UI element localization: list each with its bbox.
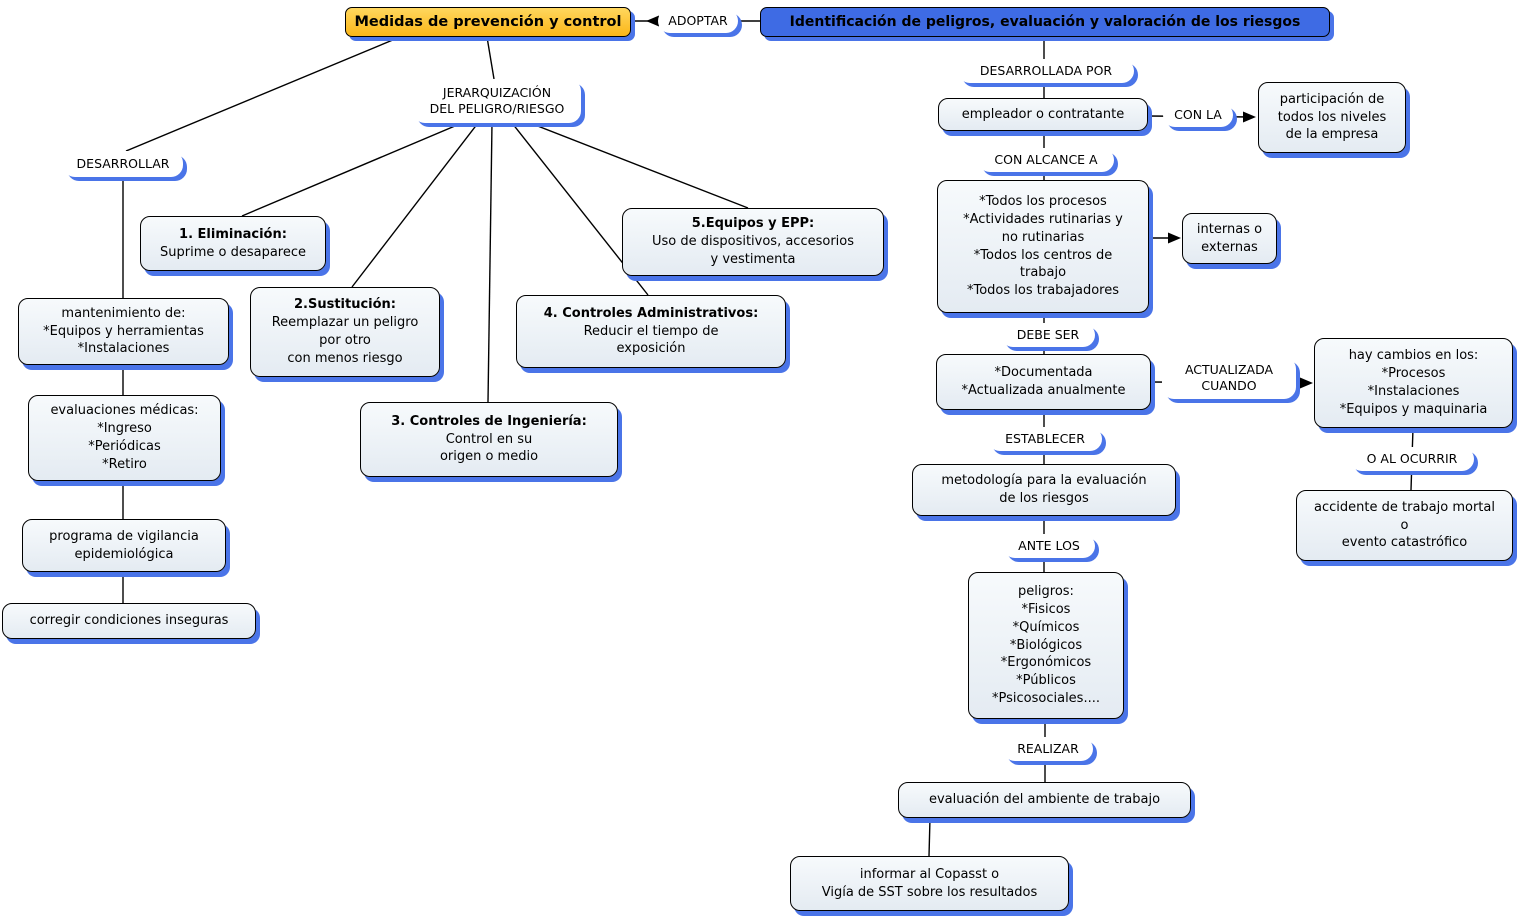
node-corregir-condiciones: corregir condiciones inseguras [2, 603, 256, 639]
node-eliminacion-title: 1. Eliminación: [179, 226, 287, 242]
node-controles-ingenieria: 3. Controles de Ingeniería: Control en s… [360, 402, 618, 477]
node-participacion-niveles: participación de todos los niveles de la… [1258, 82, 1406, 153]
arrow-right-icon [1243, 111, 1256, 123]
node-peligros: peligros: *Fisicos *Químicos *Biológicos… [968, 572, 1124, 719]
node-equipos-epp-body: Uso de dispositivos, accesorios y vestim… [651, 234, 855, 267]
node-internas-externas: internas o externas [1182, 213, 1277, 264]
link-debe-ser: DEBE SER [1001, 323, 1095, 347]
node-sustitucion-body: Reemplazar un peligro por otro con menos… [271, 315, 419, 366]
node-medidas-prevencion: Medidas de prevención y control [345, 7, 631, 37]
node-controles-administrativos: 4. Controles Administrativos: Reducir el… [516, 295, 786, 368]
link-ante-los: ANTE LOS [1003, 534, 1095, 558]
node-controles-ingenieria-title: 3. Controles de Ingeniería: [391, 413, 587, 429]
node-equipos-epp-title: 5.Equipos y EPP: [691, 216, 815, 232]
link-desarrollada-por: DESARROLLADA POR [958, 59, 1134, 83]
node-hay-cambios: hay cambios en los: *Procesos *Instalaci… [1314, 338, 1513, 428]
link-actualizada-cuando: ACTUALIZADA CUANDO [1162, 357, 1296, 399]
link-adoptar: ADOPTAR [658, 9, 738, 33]
link-jerarquizacion: JERARQUIZACIÓN DEL PELIGRO/RIESGO [413, 79, 581, 123]
node-identificacion-peligros: Identificación de peligros, evaluación y… [760, 7, 1330, 37]
node-controles-administrativos-title: 4. Controles Administrativos: [543, 305, 759, 321]
node-informar-copasst: informar al Copasst o Vigía de SST sobre… [790, 856, 1069, 911]
node-controles-administrativos-body: Reducir el tiempo de exposición [583, 323, 719, 357]
node-eliminacion-body: Suprime o desaparece [160, 244, 306, 260]
node-equipos-epp: 5.Equipos y EPP: Uso de dispositivos, ac… [622, 208, 884, 276]
node-controles-ingenieria-body: Control en su origen o medio [439, 431, 539, 465]
link-o-al-ocurrir: O AL OCURRIR [1350, 447, 1474, 471]
node-eliminacion: 1. Eliminación: Suprime o desaparece [140, 216, 326, 271]
node-alcance: *Todos los procesos *Actividades rutinar… [937, 180, 1149, 313]
node-sustitucion-title: 2.Sustitución: [293, 297, 397, 313]
node-evaluacion-ambiente: evaluación del ambiente de trabajo [898, 782, 1191, 818]
node-mantenimiento: mantenimiento de: *Equipos y herramienta… [18, 298, 229, 365]
node-evaluaciones-medicas: evaluaciones médicas: *Ingreso *Periódic… [28, 395, 221, 481]
node-accidente-mortal: accidente de trabajo mortal o evento cat… [1296, 490, 1513, 561]
node-vigilancia-epidemiologica: programa de vigilancia epidemiológica [22, 519, 226, 572]
node-empleador-contratante: empleador o contratante [938, 98, 1148, 131]
arrow-left-icon [646, 15, 659, 27]
node-metodologia-evaluacion: metodología para la evaluación de los ri… [912, 464, 1176, 516]
link-establecer: ESTABLECER [988, 427, 1102, 451]
link-con-la: CON LA [1163, 103, 1233, 127]
arrow-right-icon [1300, 377, 1313, 389]
node-sustitucion: 2.Sustitución: Reemplazar un peligro por… [250, 287, 440, 377]
node-documentada-actualizada: *Documentada *Actualizada anualmente [936, 354, 1151, 410]
link-con-alcance-a: CON ALCANCE A [978, 148, 1114, 172]
link-desarrollar: DESARROLLAR [63, 151, 183, 177]
arrow-right-icon [1168, 232, 1181, 244]
link-realizar: REALIZAR [1003, 737, 1093, 761]
